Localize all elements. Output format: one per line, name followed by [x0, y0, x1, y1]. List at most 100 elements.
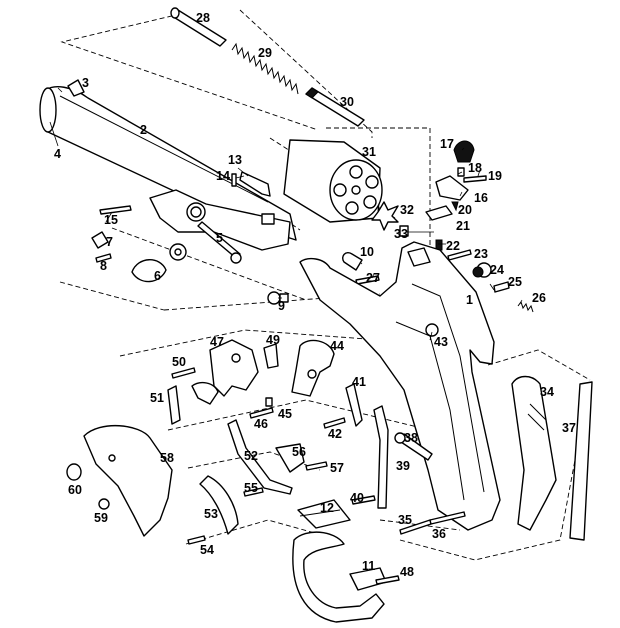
part-48-pin	[375, 575, 400, 585]
callout-28: 28	[196, 11, 210, 25]
callout-32: 32	[400, 203, 414, 217]
part-18-pin	[457, 167, 465, 177]
part-6-extractor	[131, 243, 187, 283]
part-46-pin	[249, 407, 274, 419]
callout-52: 52	[244, 449, 258, 463]
callout-41: 41	[352, 375, 366, 389]
callout-3: 3	[82, 76, 89, 90]
part-14-screw	[231, 173, 237, 187]
part-60-escutcheon	[66, 463, 82, 481]
callout-4: 4	[54, 147, 61, 161]
part-37-mainspring	[569, 381, 593, 541]
callout-13: 13	[228, 153, 242, 167]
callout-46: 46	[254, 417, 268, 431]
callout-39: 39	[396, 459, 410, 473]
part-54-pin	[187, 535, 206, 545]
assembly-guide-lines	[59, 9, 591, 561]
callout-labels: 28 29 30 3 2 4 13 14 31 17 18 19 16 20 2…	[54, 11, 576, 579]
part-17-thumbpiece	[453, 140, 475, 163]
part-55-pin	[243, 487, 264, 497]
callout-24: 24	[490, 263, 504, 277]
part-36-pin	[429, 511, 466, 525]
part-56-sear	[275, 443, 305, 473]
part-21-latch-bolt	[425, 205, 453, 221]
part-8-pin	[95, 253, 112, 263]
part-52-link	[227, 419, 293, 495]
part-50-pin	[171, 367, 196, 379]
part-30-plunger	[305, 87, 365, 127]
part-33-pin	[399, 225, 409, 237]
callout-45: 45	[278, 407, 292, 421]
callout-11: 11	[362, 559, 375, 573]
part-11-trigger-guard	[292, 531, 387, 623]
part-59-screw	[98, 498, 110, 510]
part-29-spring	[231, 42, 299, 95]
callout-8: 8	[100, 259, 107, 273]
part-1-frame	[299, 241, 501, 531]
callout-12: 12	[320, 501, 334, 515]
callout-2: 2	[140, 123, 147, 137]
part-12-spring	[297, 499, 351, 529]
part-28-pin	[170, 7, 227, 47]
callout-9: 9	[278, 299, 285, 313]
part-20-screw	[451, 201, 459, 212]
leader-lines	[49, 87, 523, 341]
part-24-bushing	[472, 262, 492, 278]
callout-5: 5	[216, 231, 223, 245]
callout-54: 54	[200, 543, 214, 557]
part-10-bushing	[342, 252, 363, 271]
callout-23: 23	[474, 247, 488, 261]
part-49-pawl	[263, 343, 279, 369]
callout-26: 26	[532, 291, 546, 305]
part-39-lever	[373, 405, 389, 509]
callout-14: 14	[216, 169, 230, 183]
callout-47: 47	[210, 335, 224, 349]
callout-16: 16	[474, 191, 488, 205]
callout-22: 22	[446, 239, 460, 253]
callout-15: 15	[104, 213, 118, 227]
callout-58: 58	[160, 451, 174, 465]
part-25-screw	[493, 281, 510, 293]
callout-27: 27	[366, 271, 380, 285]
callout-49: 49	[266, 333, 280, 347]
part-53-side-plate	[199, 475, 239, 535]
callout-20: 20	[458, 203, 472, 217]
callout-56: 56	[292, 445, 306, 459]
callout-36: 36	[432, 527, 446, 541]
part-41-rebound	[345, 383, 363, 427]
part-58-grip-panel	[83, 424, 173, 537]
callout-7: 7	[106, 235, 113, 249]
callout-1: 1	[466, 293, 473, 307]
part-19-pin	[463, 175, 487, 183]
callout-50: 50	[172, 355, 186, 369]
callout-18: 18	[468, 161, 482, 175]
part-16-latch	[435, 175, 469, 201]
callout-19: 19	[488, 169, 502, 183]
callout-38: 38	[404, 431, 418, 445]
part-7-spring-clip	[91, 231, 109, 249]
callout-31: 31	[362, 145, 376, 159]
callout-30: 30	[340, 95, 354, 109]
callout-51: 51	[150, 391, 164, 405]
part-51-lever	[167, 385, 181, 425]
callout-17: 17	[440, 137, 454, 151]
part-15-pin	[99, 205, 132, 215]
callout-37: 37	[562, 421, 576, 435]
part-34-grip	[511, 375, 557, 531]
callout-48: 48	[400, 565, 414, 579]
part-57-pin	[305, 461, 328, 471]
part-47-trigger	[191, 339, 259, 405]
callout-44: 44	[330, 339, 344, 353]
part-44-hammer	[291, 339, 335, 397]
part-2-barrel	[39, 79, 297, 241]
part-frame-strap	[149, 189, 291, 251]
part-40-pin	[351, 495, 376, 505]
part-31-cylinder	[283, 139, 383, 223]
callout-35: 35	[398, 513, 412, 527]
callout-33: 33	[394, 227, 408, 241]
callout-43: 43	[434, 335, 448, 349]
callout-60: 60	[68, 483, 82, 497]
callout-10: 10	[360, 245, 374, 259]
